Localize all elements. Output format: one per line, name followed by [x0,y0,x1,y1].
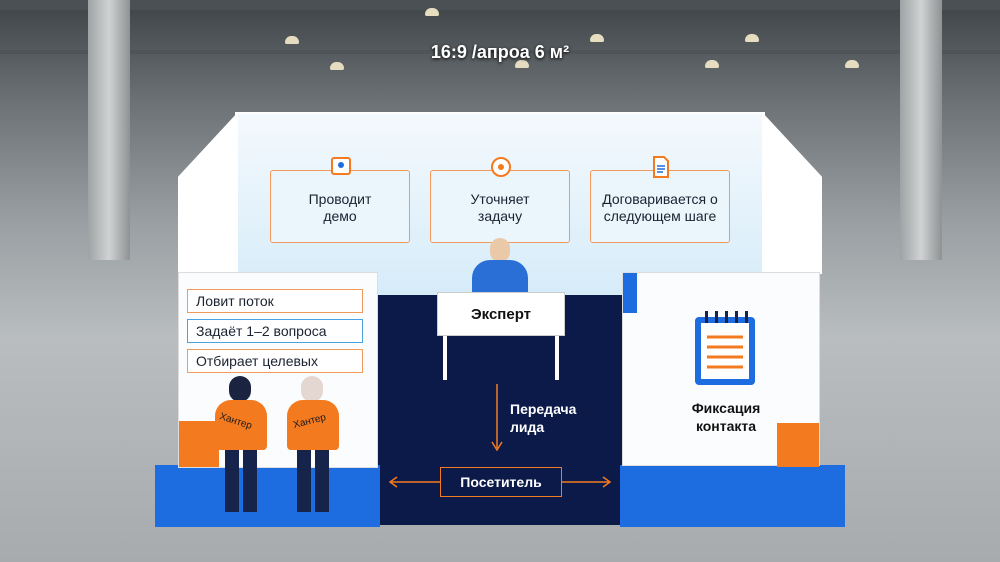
hunter-figure: Хантер [213,376,269,516]
handover-arrow-icon [491,384,503,452]
tag-select-targets: Отбирает целевых [187,349,363,373]
right-wall-panel: Фиксация контакта [622,272,820,467]
visitor-box: Посетитель [440,467,562,497]
tag-ask-questions: Задаёт 1–2 вопроса [187,319,363,343]
expert-figure [470,238,530,300]
tag-catch-flow: Ловит поток [187,289,363,313]
card-label: Уточняет задачу [470,191,530,224]
card-next-step: Договаривается о следующем шаге [590,156,730,243]
expert-label: Эксперт [470,306,532,323]
card-demo: Проводит демо [270,157,410,243]
card-label: Проводит демо [308,191,372,224]
target-icon [491,157,511,177]
visitor-flow-arrow-icon [388,476,612,488]
left-floor [155,465,380,527]
monitor-icon [331,157,351,175]
right-floor [620,465,845,527]
document-icon [653,156,669,178]
card-label: Договаривается о следующем шаге [602,191,718,224]
left-wall-panel: Ловит поток Задаёт 1–2 вопроса Отбирает … [178,272,378,468]
expert-desk: Эксперт [437,292,565,380]
contact-label: Фиксация контакта [691,400,761,434]
page-title: 16:9 /апроа 6 м² [430,42,570,62]
handover-label: Передача лида [510,401,577,435]
notepad-icon [695,311,755,385]
hunter-figure: Хантер [285,376,341,516]
card-clarify: Уточняет задачу [430,157,570,243]
